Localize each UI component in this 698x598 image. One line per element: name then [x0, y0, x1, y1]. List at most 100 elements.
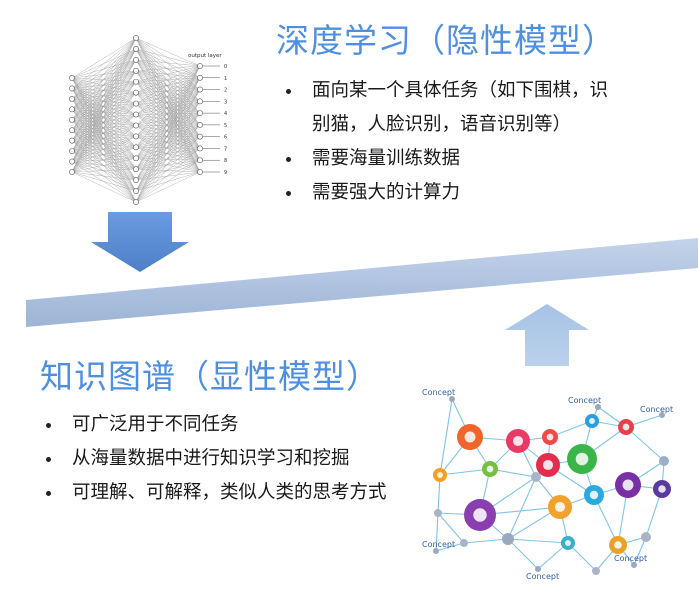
- graph-node-glyph: [575, 452, 589, 466]
- neuron-node: [197, 145, 203, 152]
- output-label: 4: [224, 111, 227, 117]
- concept-node: [535, 566, 541, 572]
- graph-node-glyph: [473, 508, 487, 522]
- output-label: 1: [224, 76, 227, 82]
- neuron-node: [133, 111, 139, 118]
- neuron-node: [197, 121, 203, 128]
- neuron-node: [133, 89, 139, 96]
- neuron-node: [197, 86, 203, 93]
- concept-label: Concept: [614, 554, 647, 563]
- neuron-node: [69, 75, 75, 81]
- neuron-node: [197, 110, 203, 117]
- bullet-item: 可理解、可解释，类似人类的思考方式: [42, 476, 392, 510]
- output-label: 2: [224, 88, 227, 94]
- graph-node-glyph: [589, 490, 599, 500]
- down-arrow: [91, 212, 189, 272]
- concept-node: [631, 562, 637, 568]
- output-label: 5: [224, 123, 227, 129]
- output-label: 6: [224, 135, 227, 141]
- graph-node: [434, 509, 442, 517]
- neuron-node: [69, 95, 75, 102]
- neuron-node: [133, 188, 139, 194]
- neuron-node: [197, 63, 203, 69]
- graph-node: [592, 567, 600, 575]
- graph-edge: [507, 538, 539, 570]
- graph-node-glyph: [542, 459, 554, 471]
- concept-label: Concept: [422, 388, 455, 397]
- neuron-node: [69, 169, 75, 175]
- neuron-node: [69, 127, 75, 134]
- graph-edge: [435, 512, 439, 552]
- neuron-node: [197, 169, 203, 175]
- concept-node: [433, 548, 439, 554]
- graph-edge: [633, 536, 647, 566]
- neuron-node: [69, 158, 75, 165]
- graph-node-glyph: [614, 541, 622, 549]
- bullet-item: 可广泛用于不同任务: [42, 408, 392, 442]
- graph-node-glyph: [565, 540, 571, 546]
- neuron-node: [133, 177, 139, 184]
- bullet-item: 需要强大的计算力: [282, 176, 612, 210]
- neuron-node: [69, 85, 75, 92]
- neuron-node: [133, 35, 139, 41]
- graph-edge: [435, 542, 465, 552]
- knowledge-graph-title: 知识图谱（显性模型）: [40, 357, 380, 396]
- graph-edge: [439, 398, 453, 476]
- neuron-node: [133, 56, 139, 63]
- deep-learning-title: 深度学习（隐性模型）: [276, 21, 616, 60]
- concept-node: [449, 396, 455, 402]
- neuron-node: [197, 157, 203, 164]
- concept-label: Concept: [640, 405, 673, 414]
- neuron-node: [133, 133, 139, 140]
- output-label: 9: [224, 170, 227, 176]
- knowledge-graph-bullets: 可广泛用于不同任务 从海量数据中进行知识学习和挖掘 可理解、可解释，类似人类的思…: [42, 408, 392, 510]
- bullet-item: 需要海量训练数据: [282, 142, 612, 176]
- graph-edge: [463, 538, 509, 544]
- neuron-node: [133, 46, 139, 52]
- graph-edge: [439, 468, 491, 476]
- output-label: 3: [224, 99, 227, 105]
- neuron-node: [69, 106, 75, 113]
- graph-node-glyph: [554, 501, 566, 513]
- output-label: 7: [224, 146, 227, 152]
- neuron-node: [69, 137, 75, 144]
- neuron-node: [197, 74, 203, 81]
- graph-edge: [507, 538, 569, 544]
- concept-label: Concept: [568, 396, 601, 405]
- concept-label: Concept: [422, 540, 455, 549]
- output-layer-label: output layer: [188, 53, 222, 59]
- graph-node-glyph: [486, 465, 494, 473]
- neuron-node: [133, 67, 139, 74]
- graph-node-glyph: [622, 479, 634, 491]
- neuron-node: [133, 199, 139, 205]
- graph-edge: [437, 512, 465, 544]
- up-arrow: [505, 304, 589, 366]
- concept-label: Concept: [526, 572, 559, 581]
- graph-node: [502, 533, 514, 545]
- concept-node: [659, 412, 665, 418]
- graph-node-glyph: [589, 418, 595, 424]
- output-label: 8: [224, 158, 227, 164]
- neuron-node: [133, 166, 139, 173]
- graph-node-glyph: [622, 423, 630, 431]
- neuron-node: [133, 144, 139, 151]
- graph-node-glyph: [464, 431, 476, 443]
- neuron-node: [69, 148, 75, 155]
- neuron-node: [197, 98, 203, 105]
- graph-node: [641, 532, 651, 542]
- neuron-node: [133, 78, 139, 85]
- graph-node: [531, 472, 541, 482]
- neuron-node: [197, 133, 203, 140]
- graph-node: [460, 539, 468, 547]
- neuron-node: [133, 155, 139, 162]
- neuron-node: [133, 122, 139, 129]
- concept-node: [595, 404, 601, 410]
- deep-learning-bullets: 面向某一个具体任务（如下围棋，识别猫，人脸识别，语音识别等） 需要海量训练数据 …: [282, 74, 612, 210]
- graph-node: [659, 456, 669, 466]
- graph-node-glyph: [546, 433, 554, 441]
- graph-node-glyph: [437, 472, 443, 478]
- graph-edge: [625, 426, 665, 462]
- neuron-node: [69, 116, 75, 123]
